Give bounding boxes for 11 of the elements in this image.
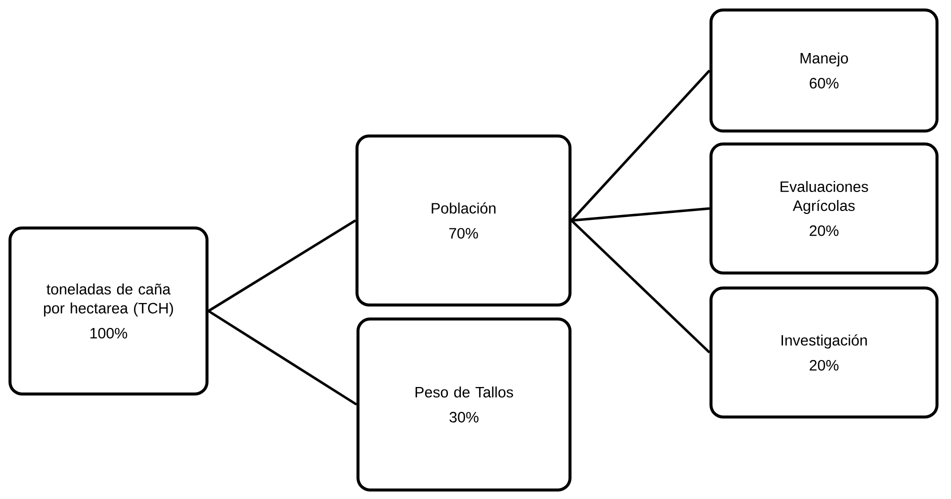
text-box: Peso de Tallos 30%: [356, 318, 572, 492]
text-box: Evaluaciones Agrícolas 20%: [710, 142, 938, 274]
text-box: toneladas de caña por hectarea (TCH) 100%: [8, 226, 208, 396]
connector-line: [571, 207, 710, 222]
connector-line: [208, 310, 358, 406]
text-box: Investigación 20%: [710, 286, 938, 418]
connector-line: [570, 70, 710, 222]
text-box: Manejo 60%: [710, 8, 938, 132]
text-box: Población 70%: [356, 134, 572, 306]
connector-line: [208, 219, 356, 312]
connector-line: [570, 220, 710, 354]
